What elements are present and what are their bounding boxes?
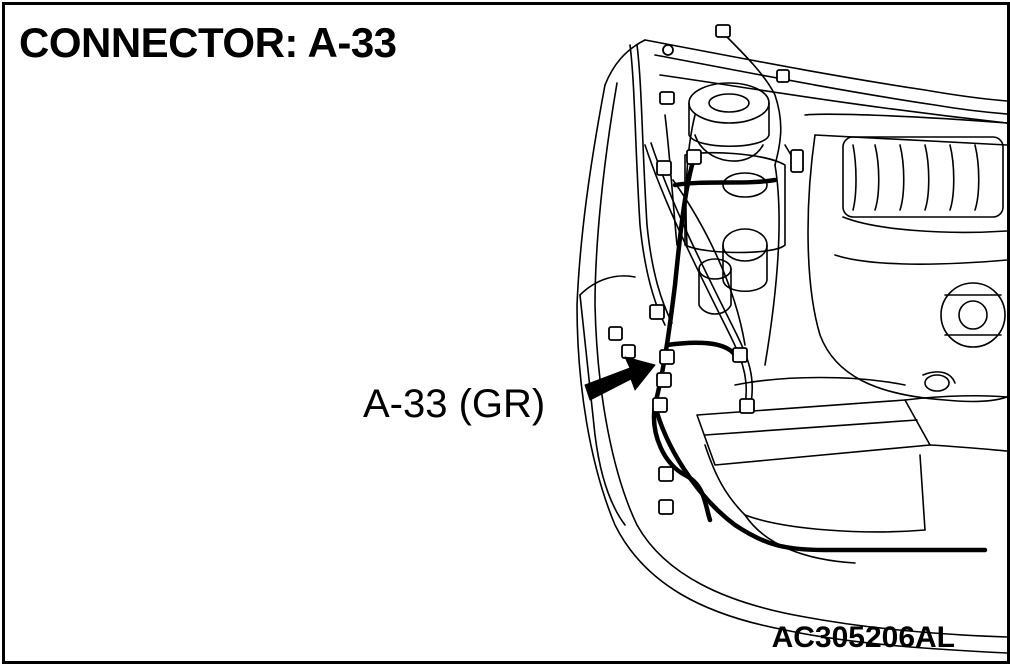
main-harness bbox=[651, 152, 988, 553]
cowl-outline bbox=[644, 39, 1007, 124]
connector-callout-label: A-33 (GR) bbox=[363, 382, 546, 426]
harness-branches bbox=[629, 34, 798, 406]
fender-outline bbox=[576, 39, 1007, 654]
radiator-support bbox=[696, 376, 1007, 564]
connectors bbox=[608, 24, 804, 515]
engine-block bbox=[804, 113, 1007, 403]
figure-id: AC305206AL bbox=[771, 621, 955, 654]
diagram-title: CONNECTOR: A-33 bbox=[19, 19, 397, 66]
reservoir bbox=[688, 82, 770, 162]
engine-bay-illustration bbox=[576, 24, 1007, 654]
callout-arrow-icon bbox=[584, 356, 656, 401]
